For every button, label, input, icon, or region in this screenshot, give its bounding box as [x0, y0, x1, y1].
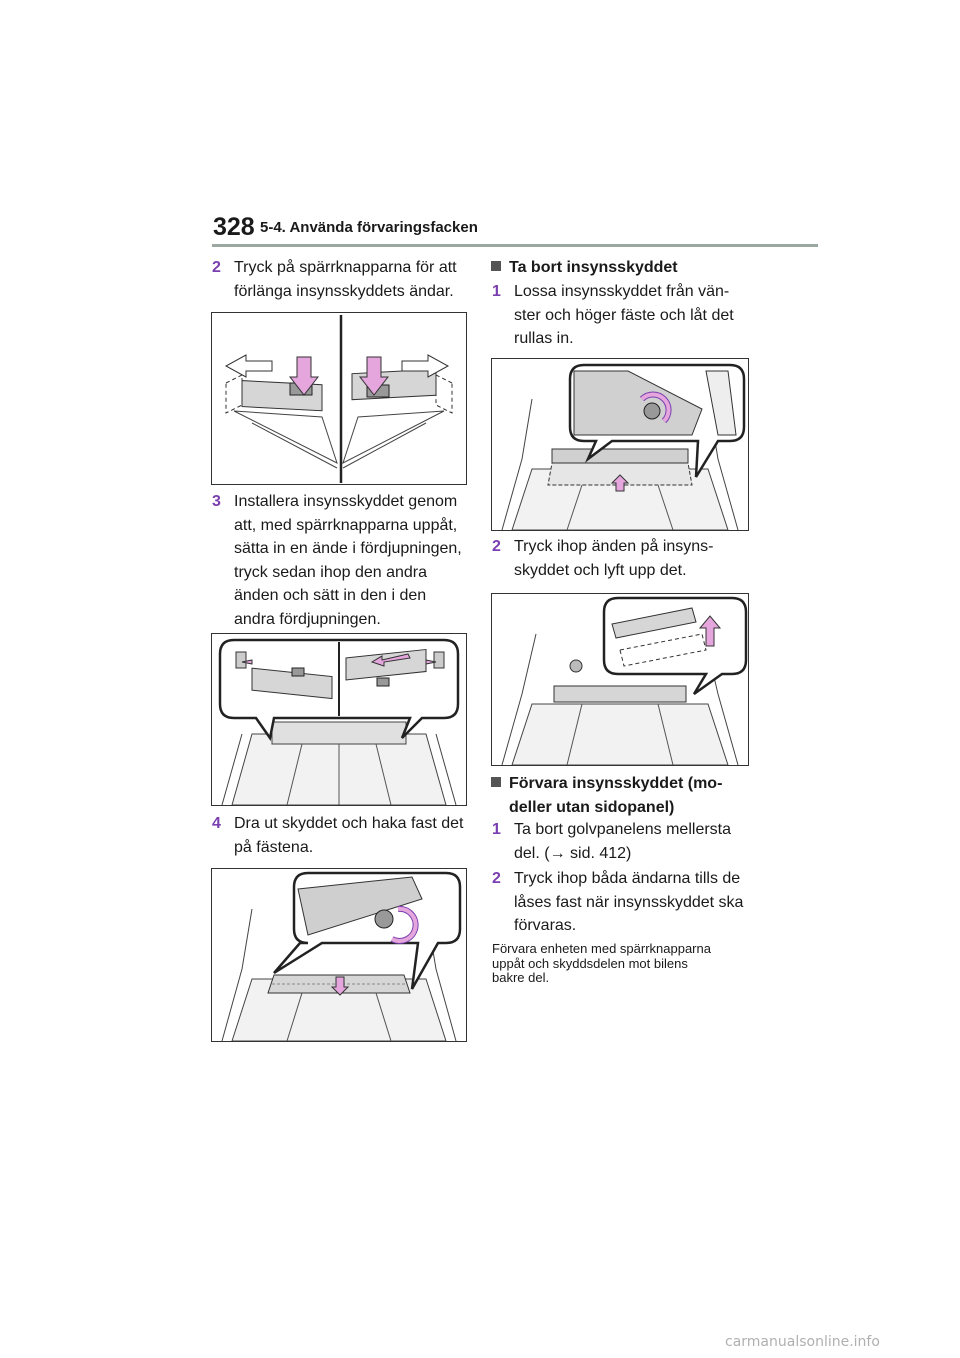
step-text-line: skyddet och lyft upp det. — [514, 561, 687, 579]
remove-step-1: 1 Lossa insynsskyddet från vän- ster och… — [492, 280, 762, 355]
step-text-line: låses fast när insynsskyddet ska — [514, 893, 744, 911]
step-number: 3 — [212, 493, 221, 510]
step-text-line: Dra ut skyddet och haka fast det — [234, 815, 464, 832]
page-number: 328 — [213, 213, 255, 241]
heading-bullet-icon — [491, 777, 501, 787]
step-number: 2 — [492, 870, 501, 887]
watermark: carmanualsonline.info — [725, 1334, 880, 1350]
step-text-line: Tryck på spärrknapparna för att — [234, 259, 457, 276]
heading-remove-cover: Ta bort insynsskyddet — [491, 256, 761, 280]
step-text-line: Tryck ihop änden på insyns- — [514, 538, 714, 555]
remove-step-2: 2 Tryck ihop änden på insyns- skyddet oc… — [492, 535, 762, 585]
step-text-line: tryck sedan ihop den andra — [234, 563, 428, 581]
note-line: Förvara enheten med spärrknapparna — [492, 941, 711, 956]
note-line: bakre del. — [492, 970, 550, 985]
figure-lift-cover — [491, 593, 749, 766]
step-text-line: Tryck ihop båda ändarna tills de — [514, 870, 741, 887]
step-text-line: på fästena. — [234, 838, 314, 856]
step-text-line: Lossa insynsskyddet från vän- — [514, 283, 730, 300]
step-text-line: förvaras. — [514, 917, 577, 934]
step-text-line: Ta bort golvpanelens mellersta — [514, 821, 732, 838]
step-number: 2 — [492, 538, 501, 555]
step-number: 1 — [492, 821, 501, 838]
heading-text: Ta bort insynsskyddet — [509, 259, 678, 276]
store-step-1: 1 Ta bort golvpanelens mellersta del. (→… — [492, 818, 762, 868]
step-2-extend: 2 Tryck på spärrknapparna för att förlän… — [212, 256, 472, 306]
step-text-line: förlänga insynsskyddets ändar. — [234, 282, 454, 300]
figure-release-cover — [491, 358, 749, 531]
note-line: uppåt och skyddsdelen mot bilens — [492, 955, 688, 971]
step-number: 1 — [492, 283, 501, 300]
step-text-line: ster och höger fäste och låt det — [514, 306, 734, 324]
step-text-line: andra fördjupningen. — [234, 610, 381, 628]
step-text-line: rullas in. — [514, 330, 574, 347]
heading-bullet-icon — [491, 261, 501, 271]
figure-install-cover — [211, 633, 467, 806]
storage-note: Förvara enheten med spärrknapparna uppåt… — [492, 941, 762, 986]
step-text-line: del. (→ sid. 412) — [514, 844, 632, 862]
heading-text: deller utan sidopanel) — [509, 798, 675, 816]
step-text-line: att, med spärrknapparna uppåt, — [234, 516, 458, 534]
heading-text: Förvara insynsskyddet (mo- — [509, 775, 723, 792]
step-4-pull-out: 4 Dra ut skyddet och haka fast det på fä… — [212, 812, 472, 862]
store-step-2: 2 Tryck ihop båda ändarna tills de låses… — [492, 867, 762, 939]
step-3-install: 3 Installera insynsskyddet genom att, me… — [212, 490, 472, 632]
figure-hook-cover — [211, 868, 467, 1042]
section-title: 5-4. Använda förvaringsfacken — [260, 219, 478, 236]
heading-store-cover: Förvara insynsskyddet (mo- deller utan s… — [491, 772, 761, 819]
step-text-line: änden och sätt in den i den — [234, 587, 427, 604]
step-text-line: Installera insynsskyddet genom — [234, 493, 458, 510]
step-number: 4 — [212, 815, 221, 832]
step-text-line: sätta in en ände i fördjupningen, — [234, 540, 462, 557]
header-divider — [212, 244, 818, 247]
step-number: 2 — [212, 259, 221, 276]
figure-extend-ends — [211, 312, 467, 485]
